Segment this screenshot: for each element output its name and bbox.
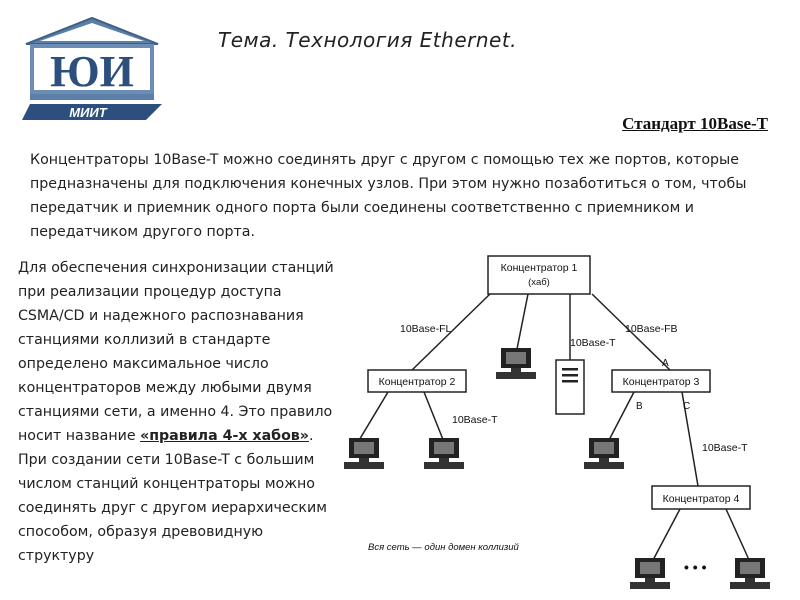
university-logo: ЮИ МИИТ (22, 16, 162, 120)
hub-4-label: Концентратор 4 (663, 493, 740, 505)
hub-1-box (487, 255, 591, 295)
workstation-icon (630, 558, 670, 589)
port-b-label: B (636, 401, 643, 412)
logo-subtext: МИИТ (69, 105, 108, 120)
hub-1-label: Концентратор 1 (501, 262, 578, 274)
intro-paragraph: Концентраторы 10Base-T можно соединять д… (30, 152, 747, 240)
link-label-t1: 10Base-T (570, 337, 616, 349)
workstation-icon (730, 558, 770, 589)
hub-3-label: Концентратор 3 (623, 376, 700, 388)
hub-1-sublabel: (хаб) (528, 277, 550, 288)
ellipsis-dots: • • • (684, 559, 707, 575)
workstation-icon (496, 348, 536, 379)
body-text-part1: Для обеспечения синхронизации станций пр… (18, 260, 334, 444)
body-paragraph: Для обеспечения синхронизации станций пр… (18, 256, 340, 568)
hub-3-box (611, 369, 711, 393)
link-label-fl: 10Base-FL (400, 323, 452, 335)
link-label-t3: 10Base-T (702, 442, 748, 454)
link-label-fb: 10Base-FB (625, 323, 678, 335)
link-label-t2: 10Base-T (452, 414, 498, 426)
hub-4-box (651, 485, 751, 510)
hub-2-box (367, 369, 467, 393)
workstation-icon (424, 438, 464, 469)
port-c-label: C (683, 401, 690, 412)
server-icon (555, 359, 585, 415)
workstation-icon (344, 438, 384, 469)
workstation-icon (584, 438, 624, 469)
logo-text: ЮИ (50, 47, 134, 96)
standard-heading: Стандарт 10Base-T (622, 114, 768, 133)
diagram-caption: Вся сеть — один домен коллизий (368, 542, 520, 553)
rule-name: «правила 4-х хабов» (140, 428, 309, 444)
connection-lines (357, 293, 751, 563)
port-a-label: A (662, 358, 669, 369)
body-text-part2: . При создании сети 10Base-T с большим ч… (18, 428, 327, 564)
page-title: Тема. Технология Ethernet. (218, 28, 518, 52)
network-diagram: Концентратор 1 (хаб) Концентратор 2 Конц… (344, 255, 770, 589)
hub-2-label: Концентратор 2 (379, 376, 456, 388)
